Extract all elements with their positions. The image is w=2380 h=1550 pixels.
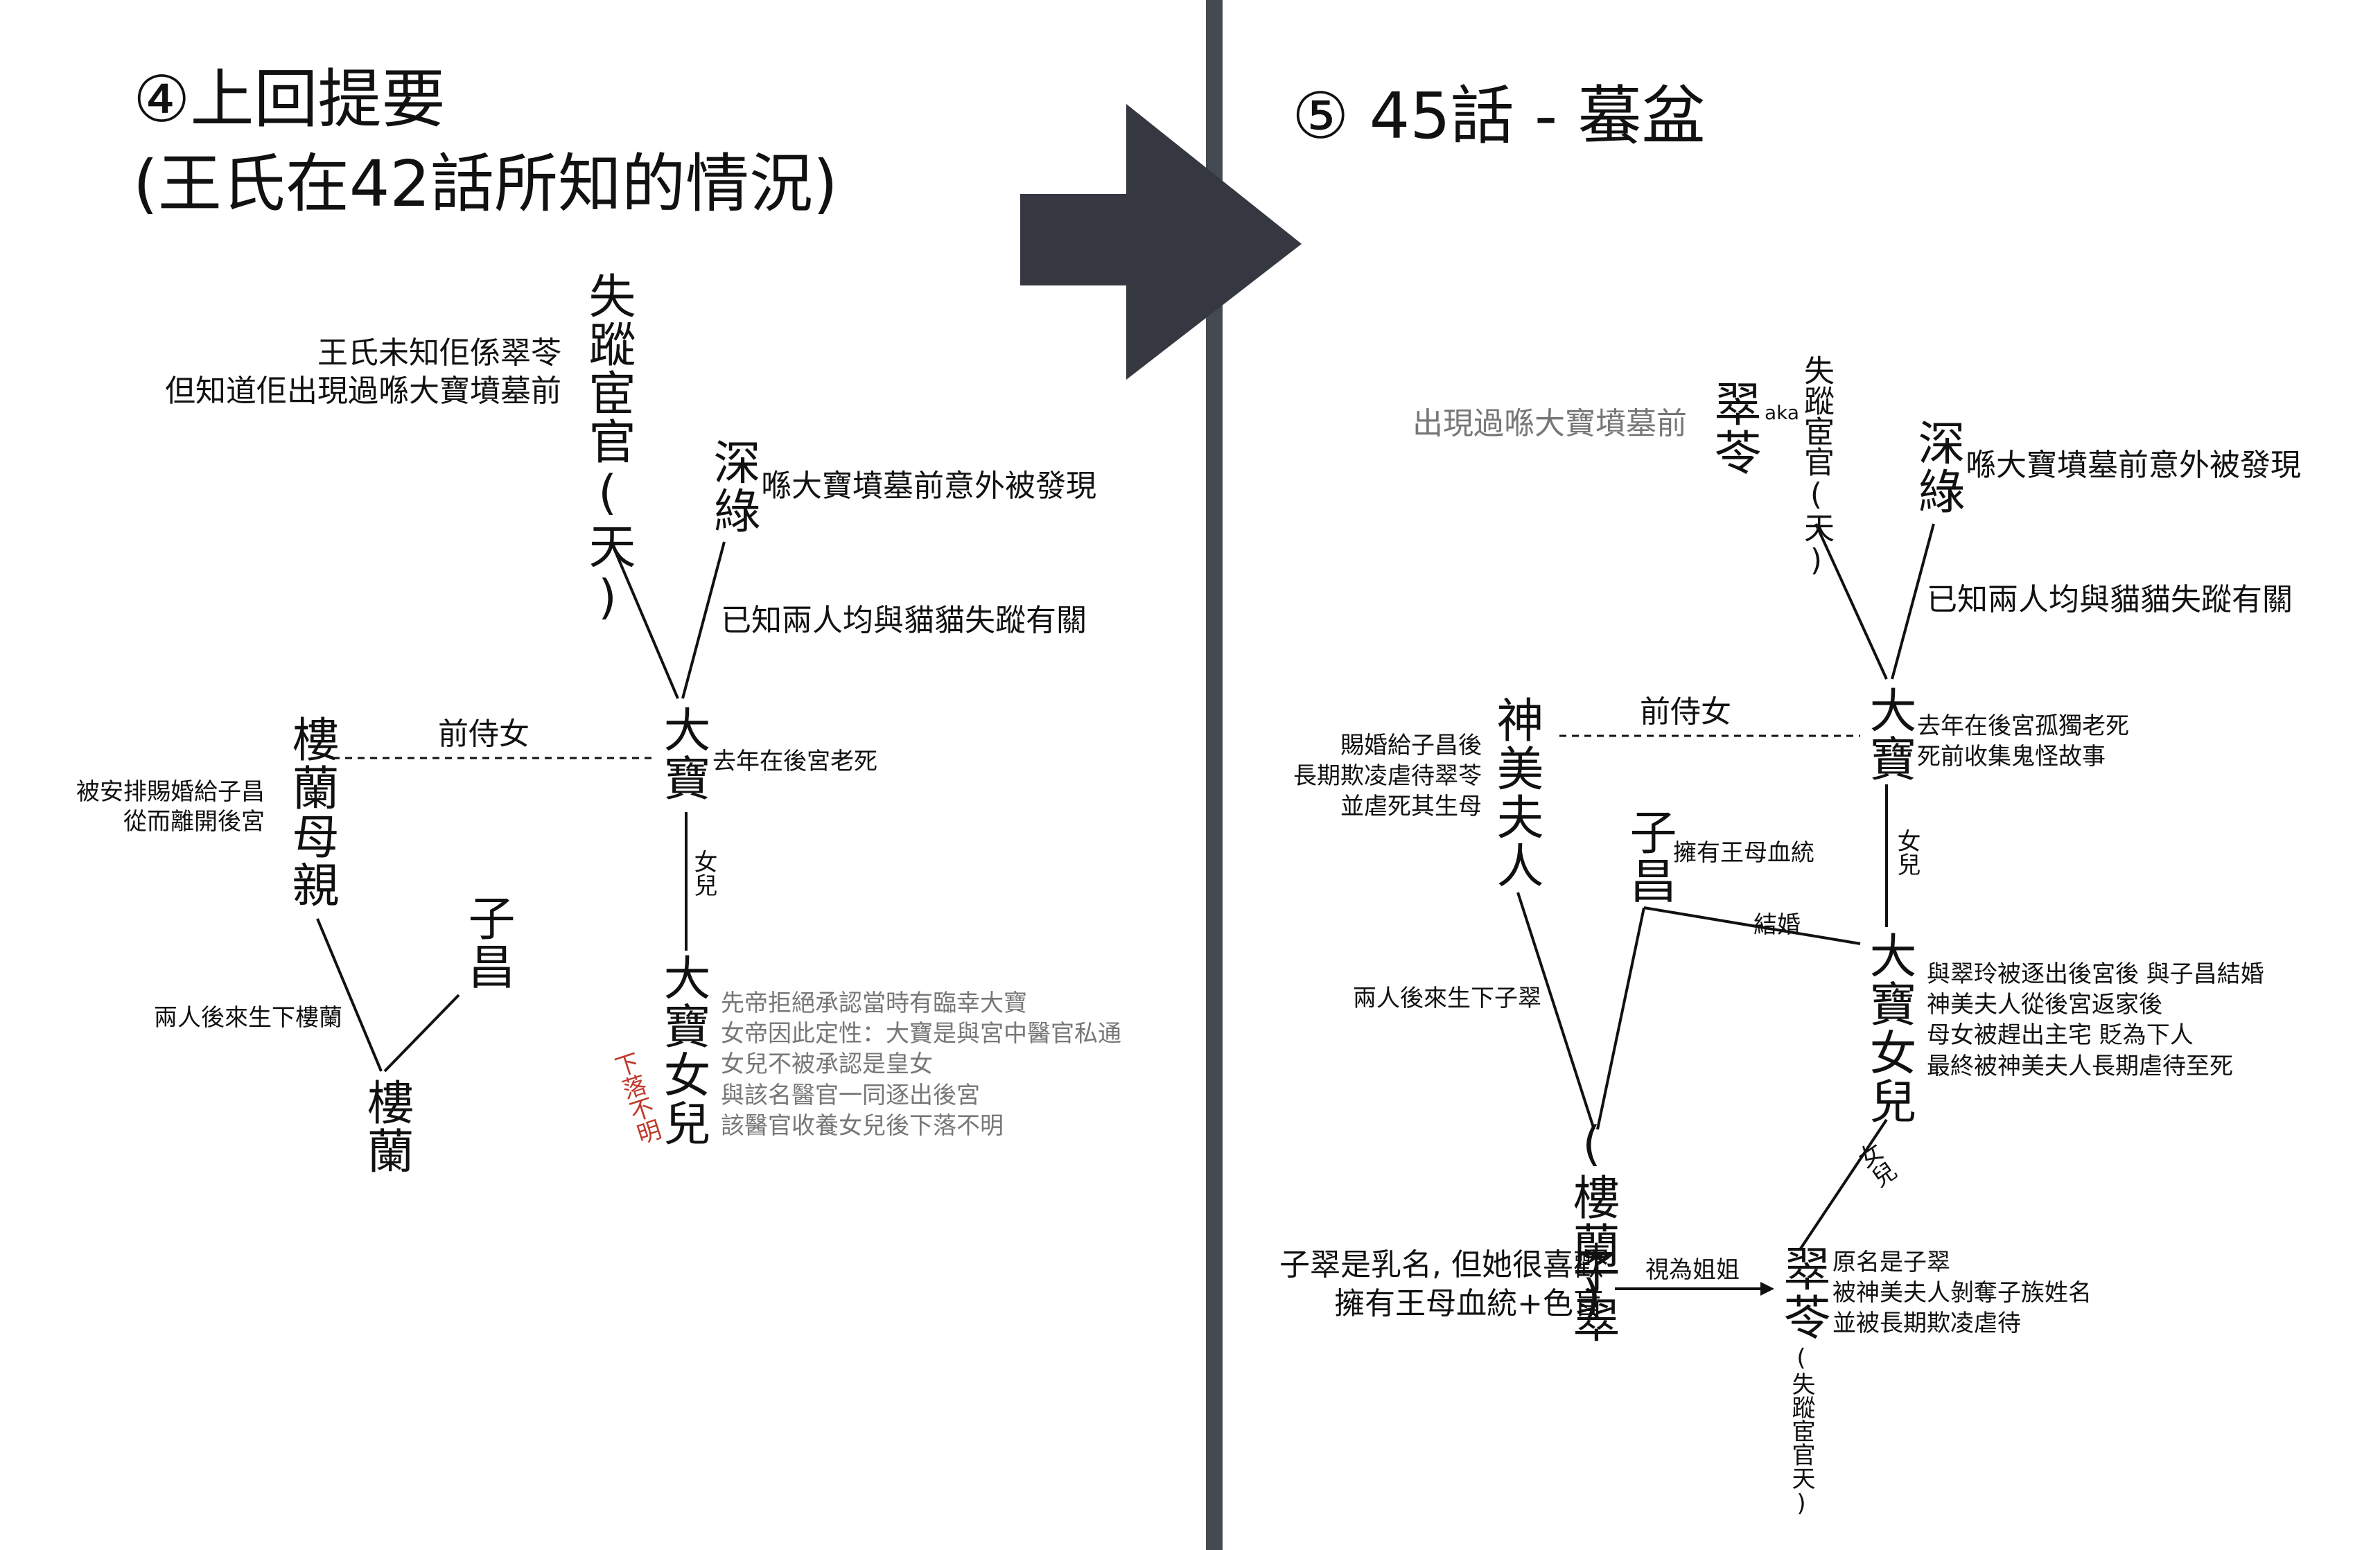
note-wang: 王氏未知佢係翠苓 但知道佢出現過喺大寶墳墓前 — [165, 335, 561, 409]
left-title-line2: (王氏在42話所知的情況) — [133, 147, 838, 221]
note-appeared: 出現過喺大寶墳墓前 — [1412, 406, 1687, 441]
line-shenlu-dabao-right — [1891, 523, 1935, 680]
note-shenlu-right: 喺大寶墳墓前意外被發現 — [1966, 448, 2301, 483]
node-missing-official-right: 失蹤宦官(天) — [1799, 355, 1834, 578]
node-shenmei: 神美夫人 — [1488, 696, 1543, 890]
node-shenlu: 深綠 — [705, 438, 760, 535]
link-daughter-right: 女兒 — [1893, 829, 1920, 876]
note-shenlu: 喺大寶墳墓前意外被發現 — [761, 468, 1096, 504]
link-marriage: 結婚 — [1753, 911, 1801, 939]
line-zichang-marriage — [1643, 906, 1861, 945]
node-zichang-right: 子昌 — [1621, 808, 1676, 905]
node-shenlu-right: 深綠 — [1909, 419, 1964, 516]
note-zichang-right: 擁有王母血統 — [1673, 839, 1814, 867]
node-dabao-daughter-right: 大寶女兒 — [1861, 931, 1916, 1125]
note-cuiling: 原名是子翠 被神美夫人剝奪子族姓名 並被長期欺凌虐待 — [1832, 1249, 2092, 1338]
note-daughter-right: 與翠玲被逐出後宮後 與子昌結婚 神美夫人從後宮返家後 母女被趕出主宅 貶為下人 … — [1927, 960, 2264, 1080]
note-dabao-right: 去年在後宮孤獨老死 死前收集鬼怪故事 — [1917, 712, 2129, 771]
note-both: 已知兩人均與貓貓失蹤有關 — [721, 603, 1087, 638]
line-daughter-cuiling — [1799, 1118, 1888, 1250]
node-zicui: 子翠 — [1564, 1247, 1619, 1344]
line-zichang-loulan — [383, 994, 460, 1073]
node-loulan-mother: 樓蘭母親 — [283, 715, 338, 909]
node-dabao-right: 大寶 — [1861, 686, 1916, 783]
line-zichang-zicui — [1596, 907, 1645, 1130]
sister-arrowhead — [1760, 1282, 1774, 1296]
note-zicui: 子翠是乳名, 但她很喜歡 擁有王母血統+色盲 — [1279, 1247, 1604, 1322]
note-shenmei: 賜婚給子昌後 長期欺凌虐待翠苓 並虐死其生母 — [1293, 732, 1482, 821]
note-both-right: 已知兩人均與貓貓失蹤有關 — [1927, 582, 2293, 617]
line-official-dabao — [610, 541, 679, 699]
transition-arrow — [1020, 104, 1302, 380]
node-dabao-daughter: 大寶女兒 — [655, 953, 710, 1147]
node-loulan-right: (樓蘭) — [1564, 1117, 1619, 1326]
link-maid-left: 前侍女 — [438, 716, 530, 752]
link-maid-right: 前侍女 — [1640, 694, 1731, 730]
node-loulan: 樓蘭 — [358, 1078, 413, 1175]
note-daughter-left: 先帝拒絕承認當時有臨幸大寶 女帝因此定性：大寶是與宮中醫官私通 女兒不被承認是皇… — [721, 989, 1121, 1140]
line-shenmei-zicui — [1516, 892, 1595, 1130]
line-shenlu-dabao — [681, 541, 726, 699]
note-loulan-mother: 被安排賜婚給子昌 從而離開後宮 — [76, 778, 265, 836]
label-aka: aka — [1765, 401, 1800, 424]
node-zichang: 子昌 — [460, 894, 514, 991]
link-daughter-left: 女兒 — [690, 849, 717, 897]
node-cuiling-bottom: 翠苓 — [1775, 1244, 1830, 1341]
link-sister: 視為姐姐 — [1645, 1256, 1740, 1284]
note-dabao: 去年在後宮老死 — [712, 748, 877, 775]
line-mother-loulan — [316, 918, 383, 1072]
node-cuiling-top: 翠苓 — [1706, 380, 1760, 477]
left-title-line1: ④上回提要 — [133, 62, 446, 136]
note-children-left: 兩人後來生下樓蘭 — [154, 1004, 342, 1032]
right-title: ⑤ 45話 - 蟇盆 — [1292, 79, 1706, 153]
line-official-dabao-right — [1814, 523, 1888, 680]
node-dabao: 大寶 — [655, 705, 710, 802]
node-cuiling-bottom-sub: (失蹤宦官天) — [1787, 1344, 1815, 1517]
note-children-right: 兩人後來生下子翠 — [1353, 985, 1541, 1012]
node-missing-official: 失蹤宦官(天) — [580, 272, 635, 626]
